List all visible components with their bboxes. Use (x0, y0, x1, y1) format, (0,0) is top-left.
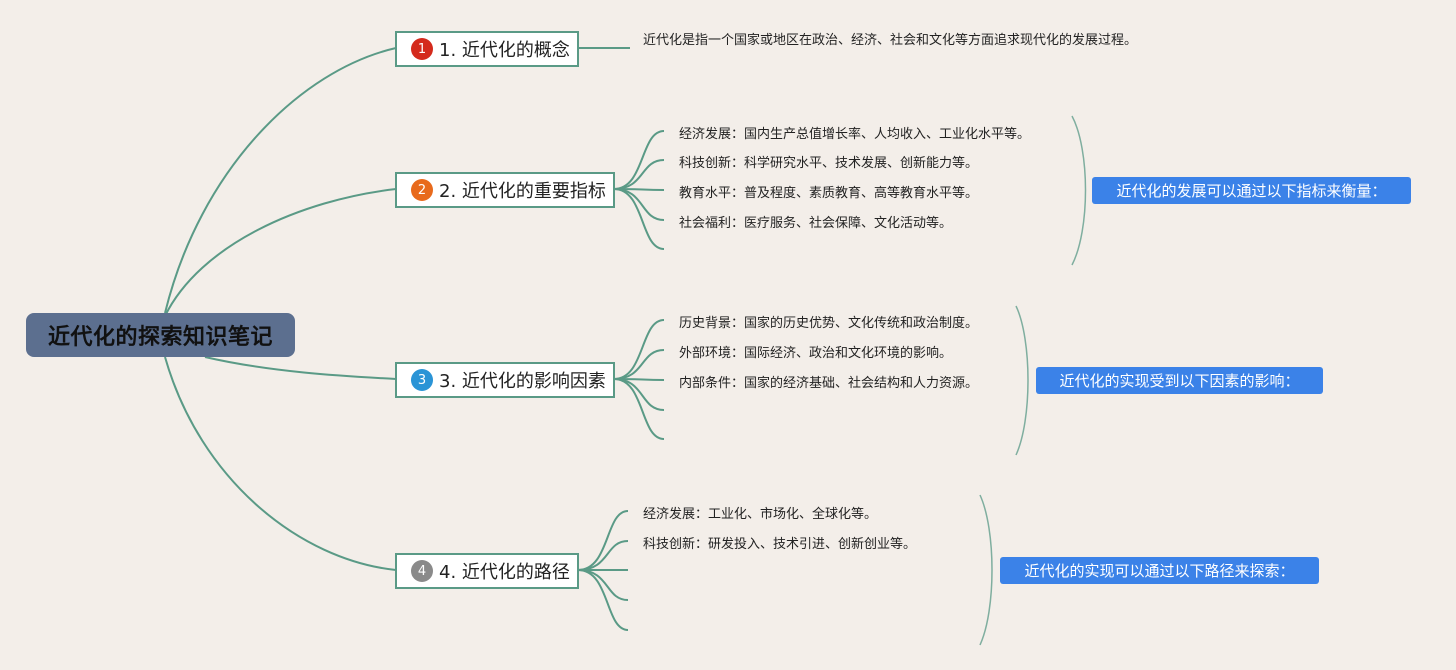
summary-indicators[interactable]: 近代化的发展可以通过以下指标来衡量： (1092, 177, 1411, 204)
summary-factors[interactable]: 近代化的实现受到以下因素的影响： (1036, 367, 1323, 394)
edge-root-topic-3 (204, 356, 397, 380)
edge-root-topic-2 (164, 188, 397, 317)
indicator-item: 科技创新：科学研究水平、技术发展、创新能力等。 (679, 156, 979, 171)
topic-label: 3. 近代化的影响因素 (439, 371, 606, 392)
priority-4-icon: 4 (411, 560, 433, 582)
topic-label: 4. 近代化的路径 (439, 562, 570, 583)
concept-description: 近代化是指一个国家或地区在政治、经济、社会和文化等方面追求现代化的发展过程。 (643, 33, 1138, 48)
indicator-item: 教育水平：普及程度、素质教育、高等教育水平等。 (679, 186, 979, 201)
topic-node-paths[interactable]: 4 4. 近代化的路径 (395, 553, 579, 589)
factor-item: 内部条件：国家的经济基础、社会结构和人力资源。 (679, 376, 979, 391)
factor-item: 历史背景：国家的历史优势、文化传统和政治制度。 (679, 316, 979, 331)
priority-3-icon: 3 (411, 369, 433, 391)
root-node[interactable]: 近代化的探索知识笔记 (26, 313, 295, 357)
topic-node-concept[interactable]: 1 1. 近代化的概念 (395, 31, 579, 67)
topic-label: 2. 近代化的重要指标 (439, 181, 606, 202)
priority-1-icon: 1 (411, 38, 433, 60)
edge-root-topic-1 (164, 47, 397, 314)
indicator-item: 经济发展：国内生产总值增长率、人均收入、工业化水平等。 (679, 127, 1031, 142)
topic-label: 1. 近代化的概念 (439, 40, 570, 61)
path-item: 科技创新：研发投入、技术引进、创新创业等。 (643, 537, 917, 552)
edge-root-topic-4 (164, 356, 397, 571)
root-label: 近代化的探索知识笔记 (47, 325, 273, 350)
factor-item: 外部环境：国际经济、政治和文化环境的影响。 (679, 346, 953, 361)
summary-paths[interactable]: 近代化的实现可以通过以下路径来探索： (1000, 557, 1319, 584)
bracket-topic-2 (1071, 115, 1087, 266)
topic-node-indicators[interactable]: 2 2. 近代化的重要指标 (395, 172, 615, 208)
bracket-topic-3 (1015, 305, 1029, 456)
indicator-item: 社会福利：医疗服务、社会保障、文化活动等。 (679, 216, 953, 231)
topic-node-factors[interactable]: 3 3. 近代化的影响因素 (395, 362, 615, 398)
bracket-topic-4 (979, 494, 993, 646)
priority-2-icon: 2 (411, 179, 433, 201)
path-item: 经济发展：工业化、市场化、全球化等。 (643, 507, 878, 522)
